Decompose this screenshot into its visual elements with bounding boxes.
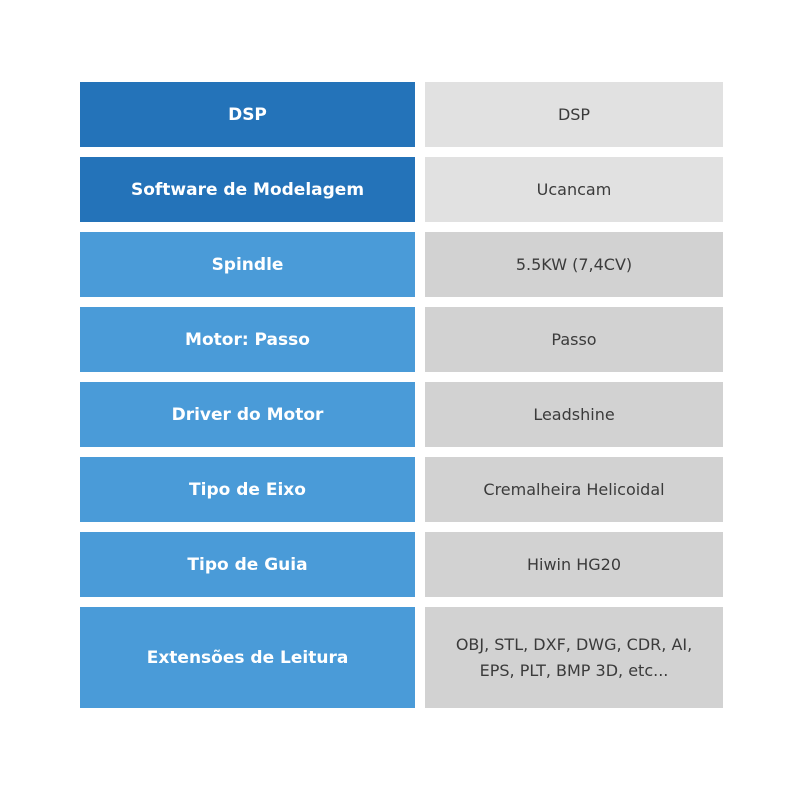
spec-row-dsp: DSP DSP: [80, 82, 723, 147]
spec-label: Tipo de Guia: [80, 532, 415, 597]
spec-row-extensoes: Extensões de Leitura OBJ, STL, DXF, DWG,…: [80, 607, 723, 708]
spec-value-line: OBJ, STL, DXF, DWG, CDR, AI,: [455, 634, 693, 654]
spec-label: Spindle: [80, 232, 415, 297]
spec-value: 5.5KW (7,4CV): [425, 232, 723, 297]
spec-value: Cremalheira Helicoidal: [425, 457, 723, 522]
spec-row-driver: Driver do Motor Leadshine: [80, 382, 723, 447]
spec-value: Hiwin HG20: [425, 532, 723, 597]
spec-row-software: Software de Modelagem Ucancam: [80, 157, 723, 222]
spec-label: DSP: [80, 82, 415, 147]
spec-row-spindle: Spindle 5.5KW (7,4CV): [80, 232, 723, 297]
spec-row-eixo: Tipo de Eixo Cremalheira Helicoidal: [80, 457, 723, 522]
spec-value: Passo: [425, 307, 723, 372]
spec-value: OBJ, STL, DXF, DWG, CDR, AI, EPS, PLT, B…: [425, 607, 723, 708]
spec-table: DSP DSP Software de Modelagem Ucancam Sp…: [80, 82, 723, 708]
spec-label: Tipo de Eixo: [80, 457, 415, 522]
spec-row-guia: Tipo de Guia Hiwin HG20: [80, 532, 723, 597]
spec-label: Software de Modelagem: [80, 157, 415, 222]
spec-label: Motor: Passo: [80, 307, 415, 372]
spec-value-line: EPS, PLT, BMP 3D, etc...: [479, 660, 669, 680]
spec-label: Driver do Motor: [80, 382, 415, 447]
spec-value: Leadshine: [425, 382, 723, 447]
spec-value: Ucancam: [425, 157, 723, 222]
spec-value-text: OBJ, STL, DXF, DWG, CDR, AI, EPS, PLT, B…: [456, 632, 692, 684]
spec-row-motor: Motor: Passo Passo: [80, 307, 723, 372]
spec-label: Extensões de Leitura: [80, 607, 415, 708]
spec-value: DSP: [425, 82, 723, 147]
